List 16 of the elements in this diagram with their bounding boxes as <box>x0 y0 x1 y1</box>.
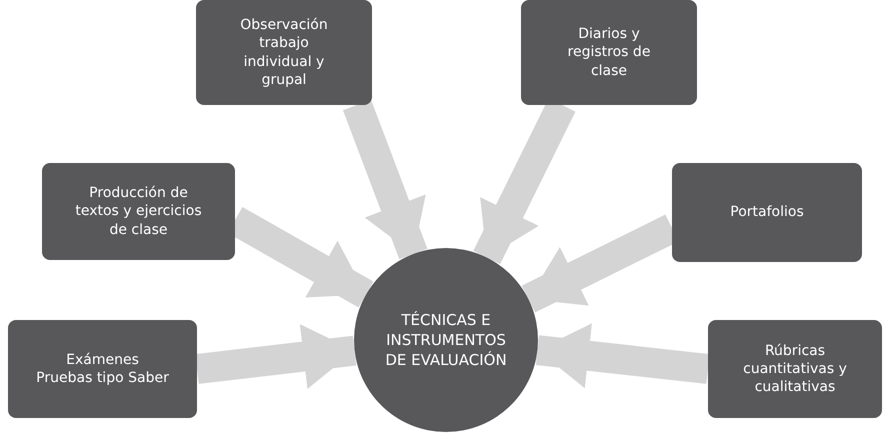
category-box <box>42 163 235 260</box>
node-label: Rúbricas cuantitativas y cualitativas <box>742 342 848 396</box>
category-box <box>521 0 697 105</box>
block-arrow <box>342 100 428 260</box>
node-label: Diarios y registros de clase <box>566 25 652 80</box>
category-box <box>196 0 372 105</box>
node-label: TÉCNICAS E INSTRUMENTOS DE EVALUACIÓN <box>384 310 508 370</box>
category-box <box>8 320 197 418</box>
block-arrow <box>195 324 356 389</box>
category-box <box>708 320 882 418</box>
block-arrow <box>536 323 710 388</box>
category-box <box>672 163 862 262</box>
node-label: Producción de textos y ejercicios de clase <box>74 184 203 239</box>
node-label: Exámenes Pruebas tipo Saber <box>36 350 169 388</box>
node-label: Observación trabajo individual y grupal <box>239 16 329 89</box>
node-label: Portafolios <box>730 203 804 222</box>
